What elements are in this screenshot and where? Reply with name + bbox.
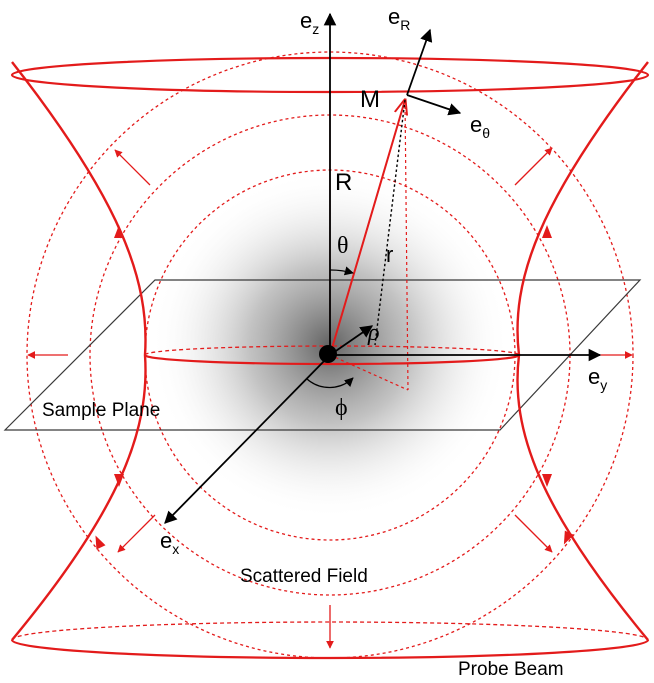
origin-point — [319, 345, 337, 363]
ez-label: ez — [300, 8, 319, 37]
phi-label: ϕ — [335, 395, 348, 421]
rho-vector — [329, 325, 374, 356]
probe-beam-label: Probe Beam — [458, 659, 564, 680]
beam-right-edge — [516, 61, 649, 641]
waist-ellipse-back — [144, 345, 520, 356]
phi-arc — [306, 377, 354, 389]
er-label: eR — [388, 4, 410, 33]
point-m-label: M — [360, 86, 380, 113]
ex-axis — [164, 354, 331, 524]
beam-left-edge — [11, 61, 147, 641]
r-label: r — [386, 242, 393, 267]
sample-plane — [3, 279, 642, 431]
etheta-vector — [406, 94, 462, 116]
beam-bottom-ellipse-front — [10, 639, 650, 660]
projection-lines — [329, 99, 409, 391]
etheta-label: eθ — [470, 112, 490, 141]
waist-ellipse-front — [143, 354, 521, 366]
theta-label: θ — [337, 233, 349, 259]
sample-plane-label: Sample Plane — [42, 400, 160, 421]
rho-label: ρ — [367, 320, 380, 346]
er-vector — [406, 28, 433, 96]
ex-label: ex — [160, 528, 179, 557]
R-vector — [329, 100, 405, 356]
R-label: R — [335, 169, 352, 196]
scattered-field-label: Scattered Field — [240, 566, 368, 587]
ey-label: ey — [588, 364, 607, 393]
beam-direction-markers — [95, 225, 574, 550]
scattered-field-arrows — [27, 147, 633, 649]
theta-arc — [329, 266, 354, 276]
